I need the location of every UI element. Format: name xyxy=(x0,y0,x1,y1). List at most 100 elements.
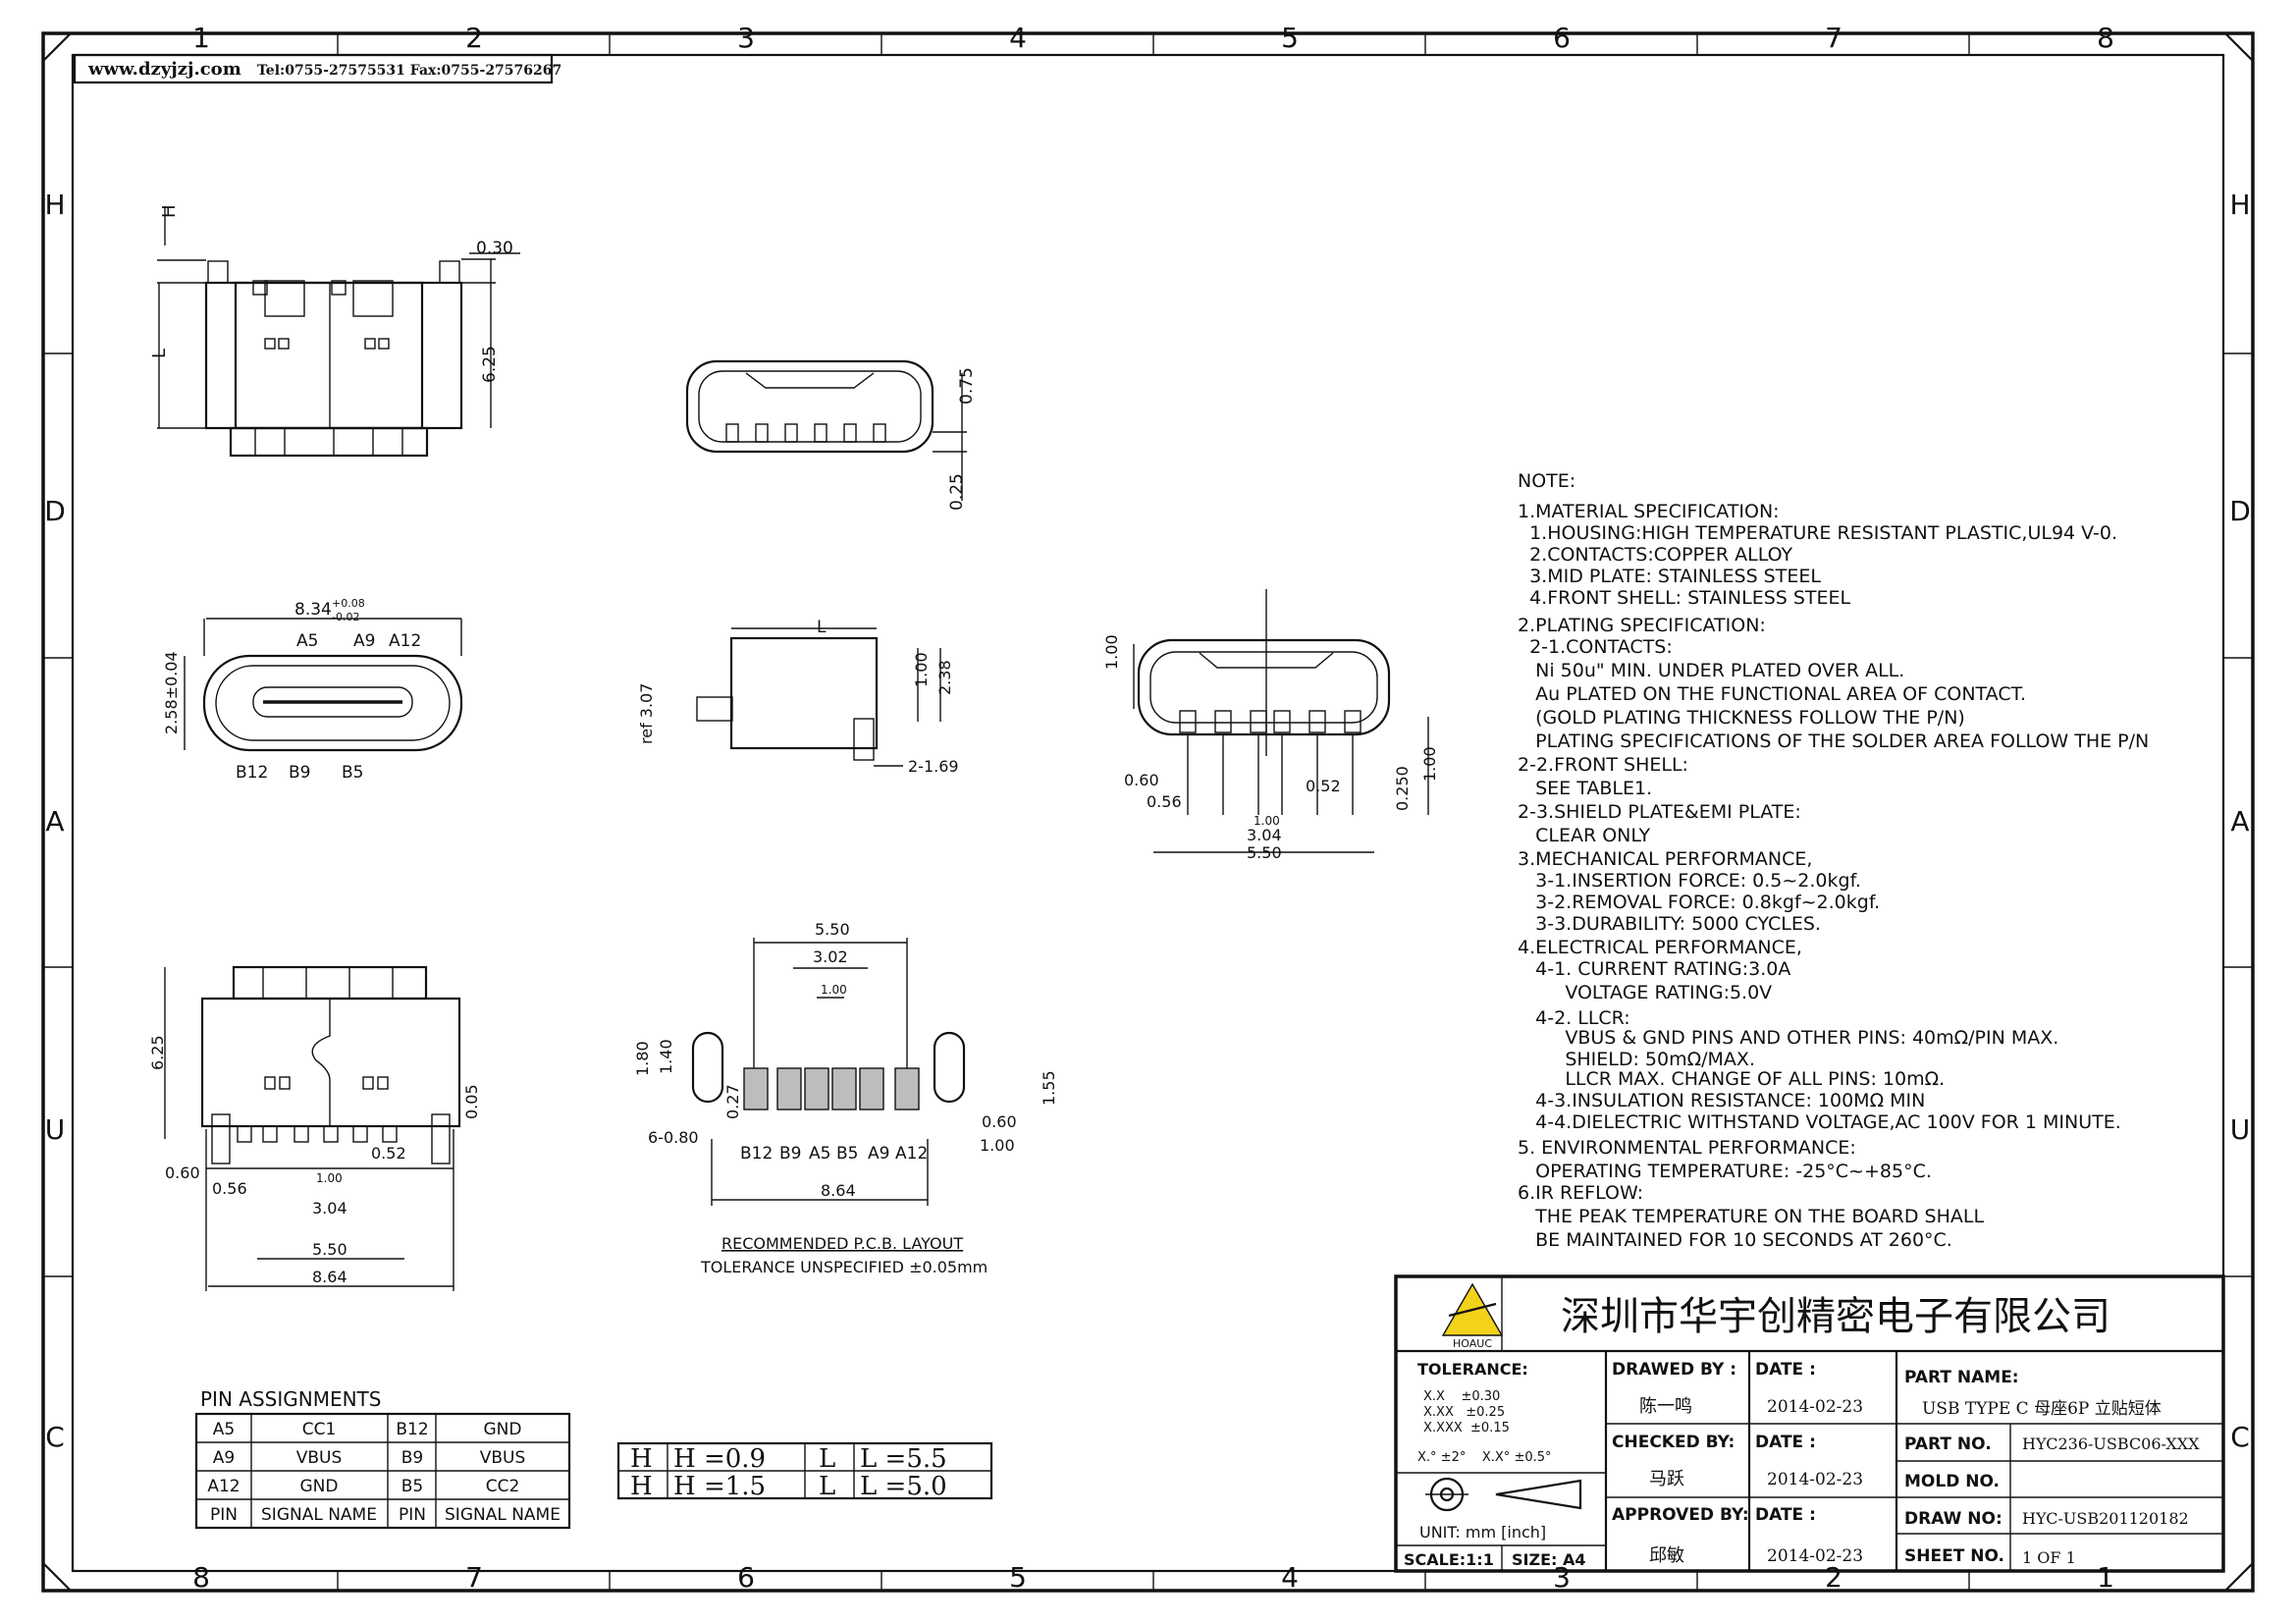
variant-cell: L xyxy=(819,1472,835,1501)
note-line: Au PLATED ON THE FUNCTIONAL AREA OF CONT… xyxy=(1518,683,2026,705)
note-line: LLCR MAX. CHANGE OF ALL PINS: 10mΩ. xyxy=(1518,1068,1945,1090)
pin-table-cell: CC2 xyxy=(486,1477,520,1496)
note-line: SHIELD: 50mΩ/MAX. xyxy=(1518,1049,1755,1070)
front-view-right-drawing: 1.00 0.60 0.56 1.00 3.04 5.50 0.52 0.250… xyxy=(1102,589,1439,862)
pin-table-cell: SIGNAL NAME xyxy=(445,1505,561,1525)
note-line: 2.PLATING SPECIFICATION: xyxy=(1518,615,1766,636)
col-label-top: 1 xyxy=(192,22,210,54)
note-line: 4-4.DIELECTRIC WITHSTAND VOLTAGE,AC 100V… xyxy=(1518,1111,2121,1133)
dim-right-060: 0.60 xyxy=(1124,771,1159,789)
pcb-dim-6080: 6-0.80 xyxy=(648,1128,699,1147)
note-line: 1.HOUSING:HIGH TEMPERATURE RESISTANT PLA… xyxy=(1518,522,2117,544)
receptacle-view-drawing: 8.34 +0.08 -0.02 2.58±0.04 A5 A9 A12 B12… xyxy=(162,597,463,783)
dim-bottom-056: 0.56 xyxy=(212,1179,247,1198)
row-label-right: C xyxy=(2230,1421,2250,1453)
tolerance-line: X.X ±0.30 xyxy=(1423,1389,1500,1404)
pin-table-cell: CC1 xyxy=(302,1420,337,1439)
company-name: 深圳市华宇创精密电子有限公司 xyxy=(1561,1294,2110,1339)
note-line: 3-3.DURABILITY: 5000 CYCLES. xyxy=(1518,913,1821,935)
company-logo: HOAUC xyxy=(1441,1282,1504,1350)
variant-table: H H =0.9 L L =5.5 H H =1.5 L L =5.0 xyxy=(616,1441,993,1501)
drawn-by-label: DRAWED BY : xyxy=(1612,1360,1736,1380)
pcb-dim-100b: 1.00 xyxy=(980,1136,1015,1155)
dim-ref: ref 3.07 xyxy=(637,683,656,744)
row-label-left: U xyxy=(45,1113,66,1146)
pin-label-a9: A9 xyxy=(353,631,375,651)
pin-label-b12: B12 xyxy=(236,763,268,783)
dim-bottom-100: 1.00 xyxy=(316,1171,343,1185)
projection-symbol xyxy=(1425,1477,1582,1512)
note-line: 3.MID PLATE: STAINLESS STEEL xyxy=(1518,566,1821,587)
col-label-bottom: 1 xyxy=(2097,1561,2114,1594)
dim-right-100: 1.00 xyxy=(1254,814,1280,828)
date-value: 2014-02-23 xyxy=(1767,1470,1863,1489)
note-line: NOTE: xyxy=(1518,470,1575,492)
dim-bottom-052: 0.52 xyxy=(371,1144,406,1163)
tolerance-line: X.XX ±0.25 xyxy=(1423,1405,1505,1420)
pcb-pad-label: A9 xyxy=(868,1144,889,1164)
unit-label: UNIT: mm [inch] xyxy=(1419,1523,1546,1542)
pin-table-cell: VBUS xyxy=(480,1448,526,1468)
row-label-right: U xyxy=(2230,1113,2251,1146)
date-label: DATE : xyxy=(1755,1505,1816,1525)
dim-profile-238: 2.38 xyxy=(935,660,954,695)
logo-text: HOAUC xyxy=(1453,1337,1492,1350)
col-label-top: 4 xyxy=(1009,22,1027,54)
dim-h-label: H xyxy=(159,204,180,218)
title-block: HOAUC 深圳市华宇创精密电子有限公司 TOLERANCE: X.X ±0.3… xyxy=(1394,1274,2225,1573)
note-line: OPERATING TEMPERATURE: -25°C~+85°C. xyxy=(1518,1161,1932,1182)
date-label: DATE : xyxy=(1755,1433,1816,1452)
sheet-no-label: SHEET NO. xyxy=(1904,1546,2004,1566)
dim-right-550: 5.50 xyxy=(1247,843,1282,862)
date-value: 2014-02-23 xyxy=(1767,1546,1863,1566)
dim-l-profile: L xyxy=(817,618,827,637)
note-line: 3-2.REMOVAL FORCE: 0.8kgf~2.0kgf. xyxy=(1518,892,1880,913)
variant-cell: H =1.5 xyxy=(673,1472,766,1501)
pin-table-cell: GND xyxy=(300,1477,339,1496)
row-label-left: D xyxy=(44,495,66,527)
pcb-pad-label: A12 xyxy=(895,1144,928,1164)
dim-width: 8.34 xyxy=(294,600,332,620)
note-line: 4.FRONT SHELL: STAINLESS STEEL xyxy=(1518,587,1851,609)
col-label-top: 3 xyxy=(737,22,755,54)
pin-table-cell: B5 xyxy=(401,1477,423,1496)
pcb-pad-label: B9 xyxy=(779,1144,801,1164)
tolerance-angles: X.° ±2° X.X° ±0.5° xyxy=(1417,1450,1552,1465)
note-line: 2.CONTACTS:COPPER ALLOY xyxy=(1518,544,1793,566)
variant-cell: H xyxy=(630,1444,653,1474)
col-label-bottom: 7 xyxy=(465,1561,483,1594)
variant-cell: L =5.0 xyxy=(860,1472,947,1501)
pcb-dim-060: 0.60 xyxy=(982,1112,1017,1131)
mold-no-label: MOLD NO. xyxy=(1904,1472,2000,1491)
pin-label-a5: A5 xyxy=(296,631,318,651)
dim-top-label: 0.30 xyxy=(476,239,513,258)
pin-assignments-title: PIN ASSIGNMENTS xyxy=(200,1387,381,1411)
pcb-layout-drawing: 5.50 3.02 1.00 1.80 1.40 0.27 1.55 0.60 … xyxy=(633,920,1058,1276)
col-label-bottom: 5 xyxy=(1009,1561,1027,1594)
pin-table-cell: PIN xyxy=(210,1505,238,1525)
draw-no-label: DRAW NO: xyxy=(1904,1509,2002,1529)
dim-profile-169: 2-1.69 xyxy=(908,757,959,776)
note-line: 3.MECHANICAL PERFORMANCE, xyxy=(1518,848,1812,870)
col-label-top: 5 xyxy=(1281,22,1299,54)
website-text: www.dzyjzj.com xyxy=(87,59,241,80)
pcb-pad-label: A5 xyxy=(809,1144,830,1164)
note-line: 4-1. CURRENT RATING:3.0A xyxy=(1518,958,1790,980)
note-line: VBUS & GND PINS AND OTHER PINS: 40mΩ/PIN… xyxy=(1518,1027,2058,1049)
front-face-drawing: 0.75 0.25 xyxy=(685,359,977,511)
dim-bottom-304: 3.04 xyxy=(312,1199,347,1218)
row-label-left: H xyxy=(44,189,65,221)
dim-bottom-060: 0.60 xyxy=(165,1164,200,1182)
note-line: VOLTAGE RATING:5.0V xyxy=(1518,982,1772,1003)
note-line: 3-1.INSERTION FORCE: 0.5~2.0kgf. xyxy=(1518,870,1861,892)
pcb-dim-550: 5.50 xyxy=(815,920,850,939)
dim-receptacle-height: 2.58±0.04 xyxy=(162,651,181,734)
dim-right-0250: 0.250 xyxy=(1393,766,1412,811)
pin-table-cell: A5 xyxy=(213,1420,235,1439)
pcb-dim-100: 1.00 xyxy=(821,983,847,997)
note-line: 4-3.INSULATION RESISTANCE: 100MΩ MIN xyxy=(1518,1090,1925,1111)
pin-label-b9: B9 xyxy=(289,763,310,783)
pin-table-cell: B9 xyxy=(401,1448,423,1468)
pin-assignments-table: PIN ASSIGNMENTS A5 CC1 B12 GND A9 VBUS B… xyxy=(194,1387,571,1530)
